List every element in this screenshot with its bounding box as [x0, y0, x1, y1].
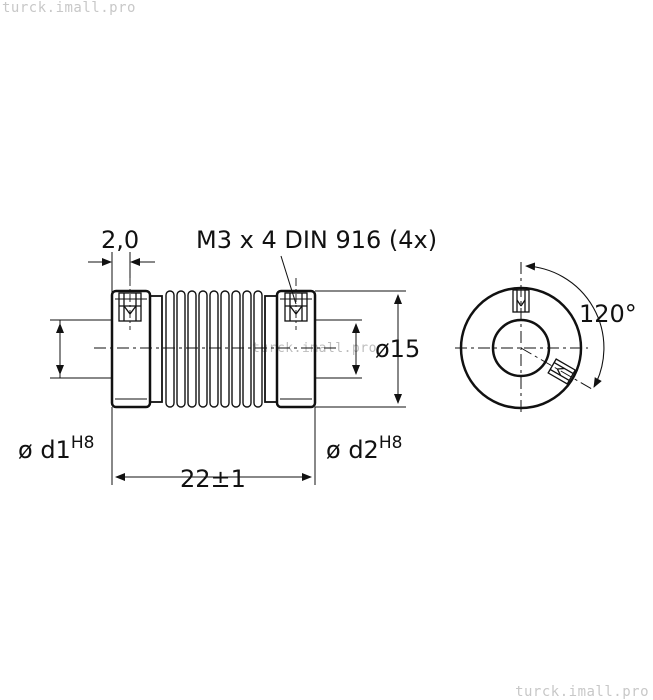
- angle-label: 120°: [579, 300, 637, 328]
- dimension-lines: [50, 252, 406, 485]
- outer-diameter-label: ø15: [375, 335, 420, 363]
- bore-right-text: ø d2: [326, 436, 379, 464]
- bellows: [165, 290, 263, 408]
- bore-left-text: ø d1: [18, 436, 71, 464]
- watermark-top-left: turck.imall.pro: [2, 0, 136, 16]
- left-set-screw: [118, 292, 142, 322]
- length-label: 22±1: [180, 465, 246, 493]
- bore-left-tolerance: H8: [71, 433, 95, 453]
- left-hub: [110, 289, 152, 409]
- wall-width-label: 2,0: [101, 226, 139, 254]
- coupling-side-view: [94, 278, 336, 409]
- bore-left-label: ø d1H8: [18, 433, 94, 464]
- screw-spec-label: M3 x 4 DIN 916 (4x): [196, 226, 437, 254]
- bore-right-tolerance: H8: [379, 433, 403, 453]
- coupling-end-view: [455, 262, 605, 414]
- bore-right-label: ø d2H8: [326, 433, 402, 464]
- watermark-bottom-right: turck.imall.pro: [515, 684, 649, 700]
- right-hub: [275, 289, 317, 409]
